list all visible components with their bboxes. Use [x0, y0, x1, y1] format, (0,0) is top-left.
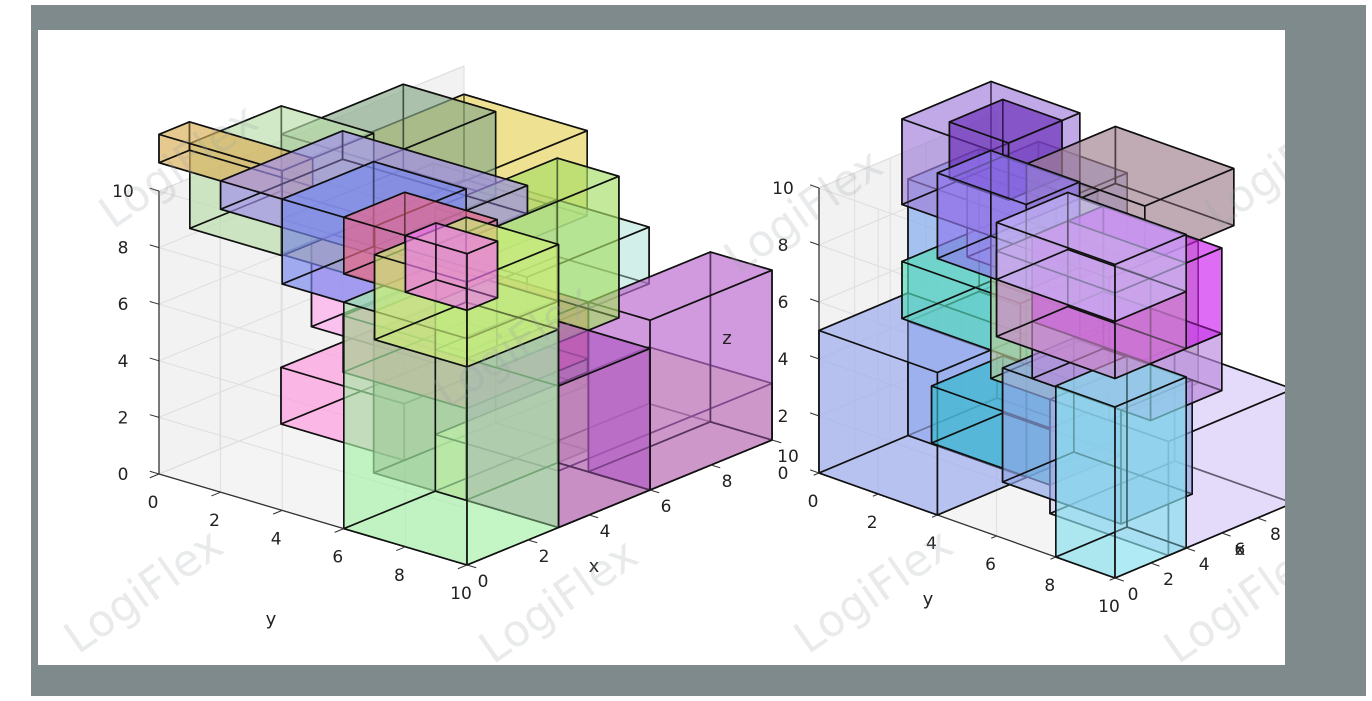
z-tick-label: 6 [118, 295, 129, 315]
y-tick-label: 0 [148, 493, 159, 513]
z-tick-mark [810, 299, 819, 302]
x-tick-label: 6 [661, 497, 672, 517]
x-tick-mark [1257, 518, 1266, 521]
box-face-front-y [1115, 377, 1186, 578]
y-tick-mark [458, 565, 467, 569]
x-tick-label: 8 [1270, 525, 1281, 545]
x-tick-mark [711, 465, 720, 468]
z-tick-label: 2 [118, 408, 129, 428]
x-tick-label: 4 [1199, 555, 1210, 575]
x-tick-label: 0 [1128, 585, 1139, 605]
boxes [819, 82, 1285, 579]
y-tick-mark [273, 510, 282, 514]
x-tick-mark [772, 440, 781, 443]
z-tick-label: 0 [118, 465, 129, 485]
x-tick-mark [528, 540, 537, 543]
y-tick-mark [211, 492, 220, 496]
y-tick-mark [814, 473, 819, 475]
y-tick-label: 6 [332, 548, 343, 568]
watermark-text: LogiFlex [55, 519, 232, 664]
y-tick-label: 10 [1098, 597, 1120, 617]
z-tick-mark [810, 356, 819, 359]
z-tick-label: 4 [118, 352, 129, 372]
x-tick-mark [1115, 578, 1124, 581]
x-tick-label: 2 [1163, 570, 1174, 590]
z-tick-mark [810, 242, 819, 245]
x-tick-label: 0 [478, 572, 489, 592]
x-tick-mark [1186, 548, 1195, 551]
box [1056, 356, 1186, 578]
x-tick-mark [1151, 563, 1160, 566]
x-tick-mark [467, 565, 476, 568]
z-tick-mark [150, 301, 159, 304]
z-axis-label: z [722, 328, 731, 349]
y-tick-mark [873, 494, 878, 496]
z-tick-label: 8 [118, 239, 129, 259]
z-tick-label: 2 [778, 407, 789, 427]
y-tick-label: 2 [867, 513, 878, 533]
x-axis-label: x [1235, 539, 1246, 560]
y-tick-mark [396, 547, 405, 551]
y-tick-label: 4 [271, 529, 282, 549]
x-tick-mark [650, 490, 659, 493]
x-tick-label: 8 [722, 472, 733, 492]
y-tick-mark [1110, 578, 1115, 580]
z-tick-mark [150, 358, 159, 361]
y-tick-mark [1050, 557, 1055, 559]
y-tick-mark [150, 474, 159, 478]
z-tick-mark [150, 415, 159, 418]
z-tick-mark [150, 245, 159, 248]
x-tick-label: 2 [539, 547, 550, 567]
y-axis-label: y [266, 609, 277, 630]
y-tick-label: 10 [450, 584, 472, 604]
y-tick-label: 8 [1044, 576, 1055, 596]
y-tick-label: 0 [808, 492, 819, 512]
y-tick-mark [335, 529, 344, 533]
z-tick-label: 0 [778, 464, 789, 484]
z-tick-mark [810, 413, 819, 416]
z-tick-label: 6 [778, 293, 789, 313]
y-tick-mark [932, 515, 937, 517]
z-tick-label: 4 [778, 350, 789, 370]
chart-right: 024681002468100246810xyz [722, 82, 1285, 618]
y-tick-label: 2 [209, 511, 220, 531]
y-tick-label: 6 [985, 555, 996, 575]
watermark-text: LogiFlex [785, 519, 962, 664]
z-tick-mark [150, 471, 159, 474]
z-tick-mark [810, 470, 819, 473]
y-tick-label: 8 [394, 566, 405, 586]
y-tick-mark [991, 536, 996, 538]
x-tick-mark [1222, 533, 1231, 536]
y-axis-label: y [923, 589, 934, 610]
x-tick-mark [589, 515, 598, 518]
